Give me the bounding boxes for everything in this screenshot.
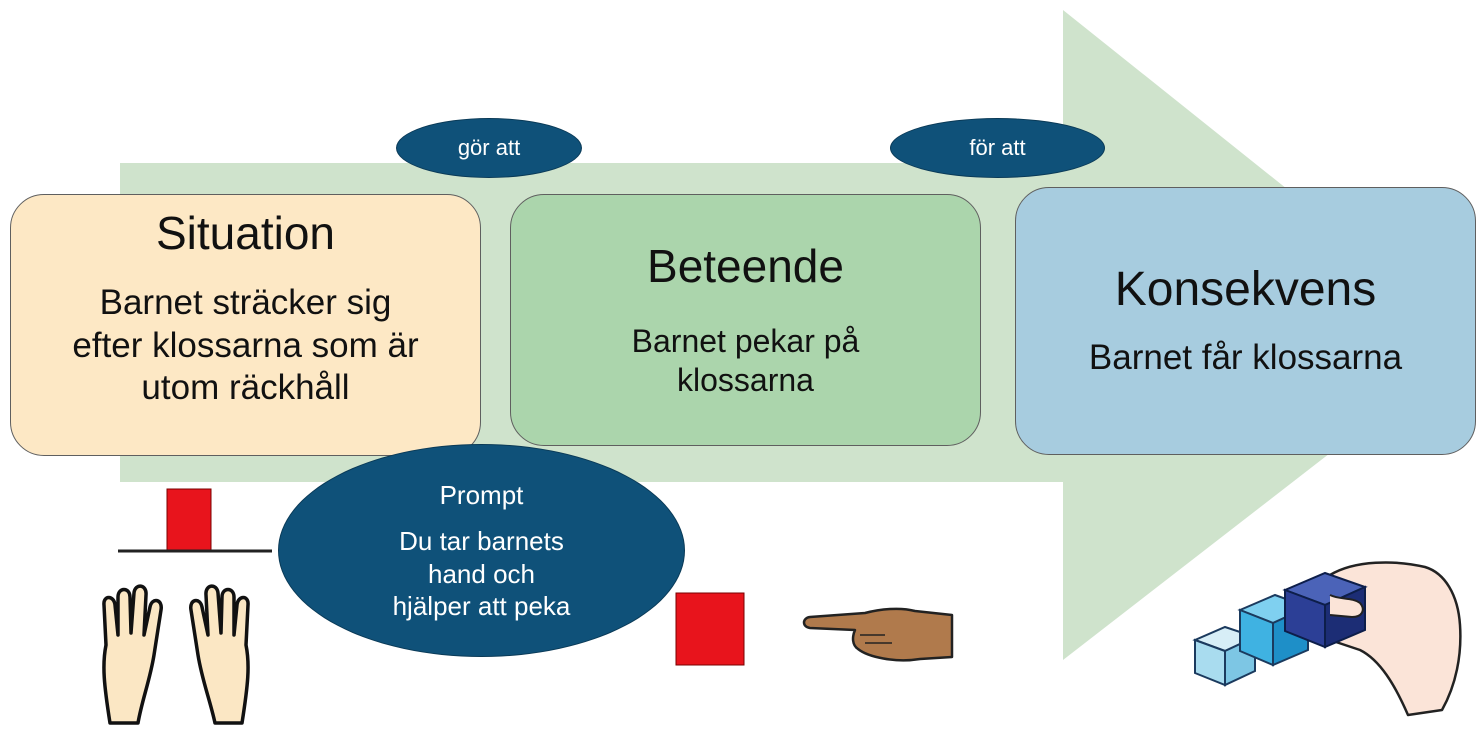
situation-title: Situation	[155, 207, 335, 259]
situation-description: Barnet sträcker sig efter klossarna som …	[72, 282, 419, 408]
prompt-title: Prompt	[439, 479, 524, 510]
consequence-box: Konsekvens Barnet får klossarna	[1015, 187, 1476, 455]
behavior-box: Beteende Barnet pekar på klossarna	[510, 194, 981, 446]
situation-box: Situation Barnet sträcker sig efter klos…	[10, 194, 481, 456]
prompt-description: Du tar barnets hand och hjälper att peka	[392, 526, 571, 621]
hand-stacking-cubes-icon	[1192, 561, 1462, 717]
connector-gor-att: gör att	[396, 118, 582, 178]
consequence-description: Barnet får klossarna	[1088, 338, 1403, 378]
connector-for-att: för att	[890, 118, 1105, 178]
behavior-description: Barnet pekar på klossarna	[631, 323, 860, 399]
raised-hands-with-block-icon	[102, 488, 272, 725]
pointing-hand-with-block-icon	[675, 592, 954, 666]
behavior-title: Beteende	[647, 239, 844, 292]
prompt-oval: Prompt Du tar barnets hand och hjälper a…	[278, 444, 685, 657]
consequence-title: Konsekvens	[1114, 263, 1377, 317]
